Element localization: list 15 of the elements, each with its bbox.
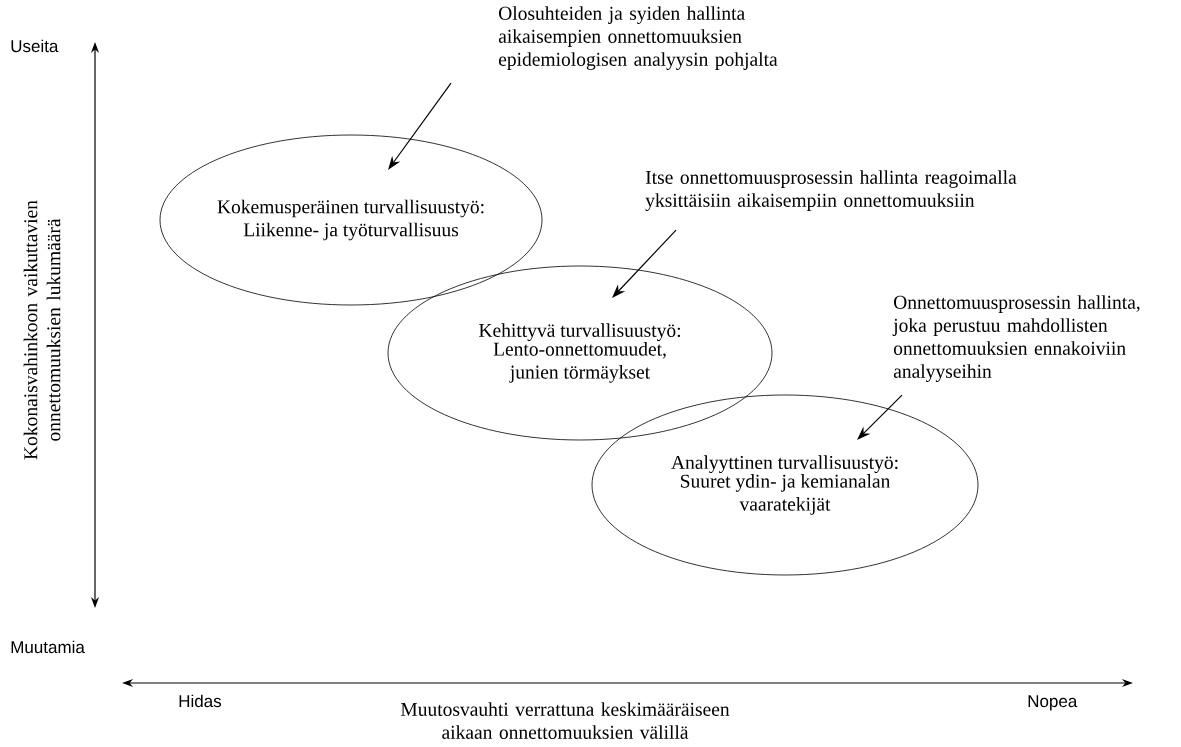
annotation-text: Onnettomuusprosessin hallinta, joka perustuu mahdollisten onnettomuuksien ennakoiviin analyyseihin: [892, 295, 1140, 382]
axis-title: Kokonaisvahinkoon vaikuttavien onnettomuuksien lukumäärä: [23, 200, 61, 460]
axis-end-label: Useita: [11, 39, 59, 53]
axis-end-label: Nopea: [1028, 695, 1078, 711]
ellipse-node: Analyyttinen turvallisuustyö: Suuret ydin- ja kemianalan vaaratekijät: [591, 394, 979, 576]
annotation-text: Olosuhteiden ja syiden hallinta aikaisempien onnettomuuksien epidemiologisen analyysin pohjalta: [498, 6, 778, 70]
ellipse-node: Kehittyvä turvallisuustyö: Lento-onnettomuudet, junien törmäykset: [387, 265, 773, 441]
arrow: [612, 229, 677, 298]
axis-end-label: Muutamia: [11, 640, 85, 654]
arrow: [857, 394, 903, 440]
annotation-text: Itse onnettomuusprosessin hallinta reagoimalla yksittäisiin aikaisempiin onnettomuuksiin: [645, 170, 1017, 211]
axis-title: Muutosvauhti verrattuna keskimääräiseen aikaan onnettomuuksien välillä: [400, 702, 730, 739]
ellipse-node: Kokemusperäinen turvallisuustyö: Liikenne- ja työturvallisuus: [159, 134, 543, 306]
arrow: [388, 82, 452, 170]
axis-end-label: Hidas: [179, 694, 222, 708]
